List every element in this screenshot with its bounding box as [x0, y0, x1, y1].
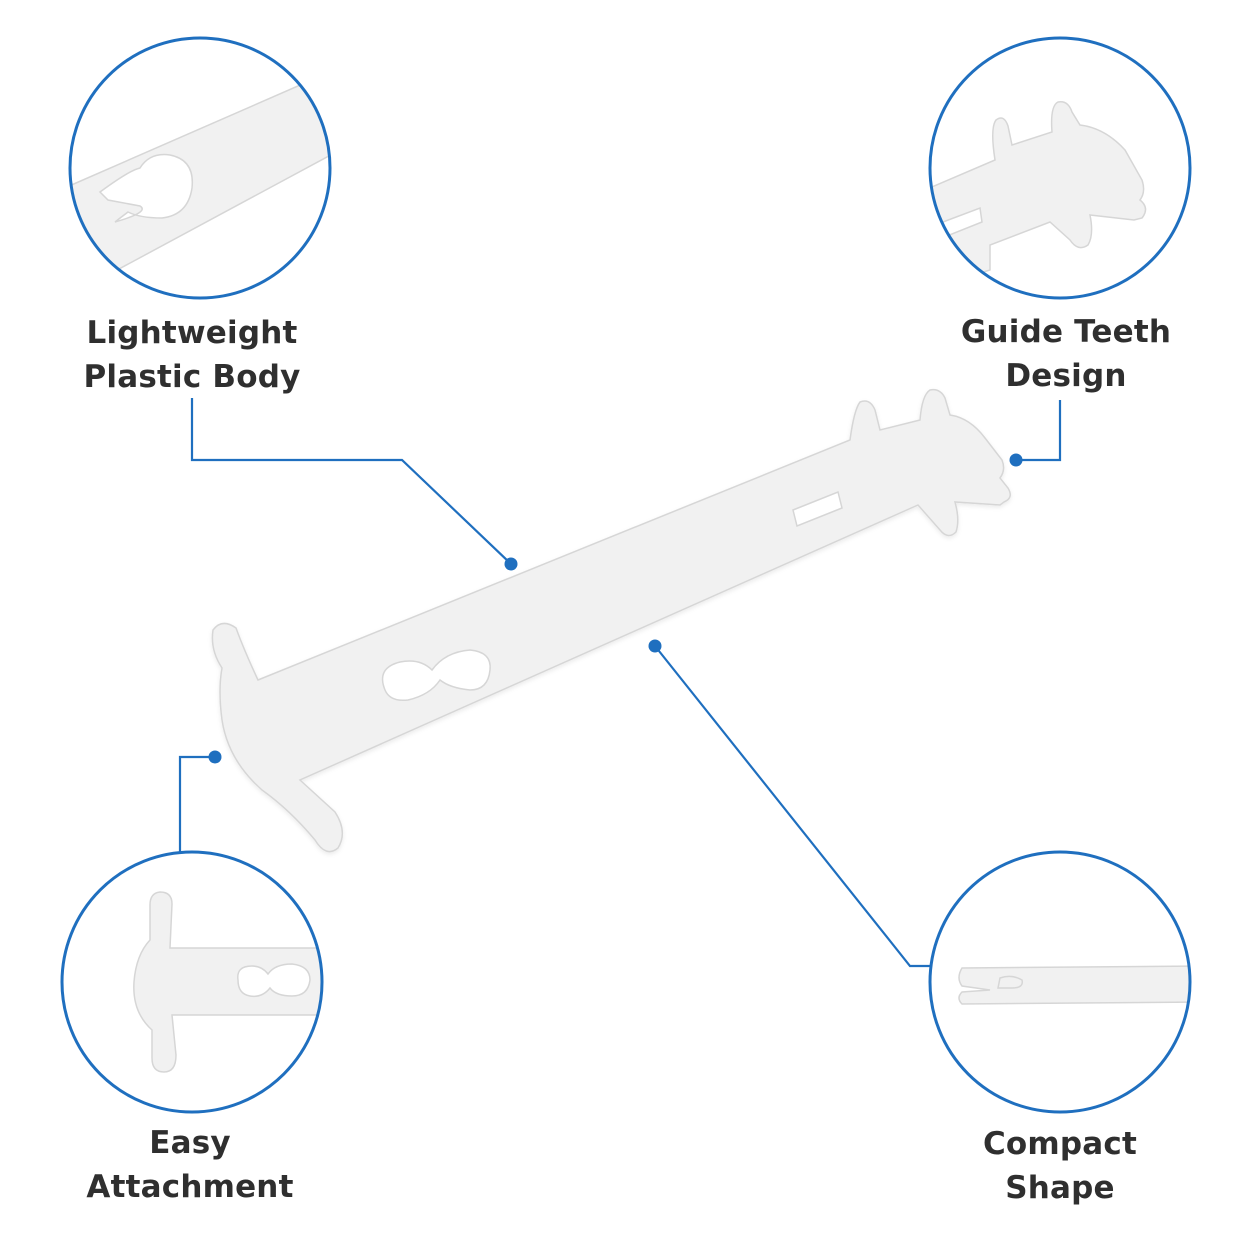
keyhole-slot: [381, 649, 491, 702]
connector-lightweight: [190, 398, 511, 564]
callout-label-lightweight-plastic-body: Lightweight Plastic Body: [42, 311, 342, 399]
callout-label-line: Compact: [982, 1126, 1138, 1162]
dot-easy: [208, 750, 222, 764]
callout-label-line: Easy: [149, 1125, 231, 1161]
connector-easy: [178, 755, 215, 852]
zoom-attachment-slot: [237, 963, 311, 998]
zoom-compact-nub: [997, 975, 1024, 989]
zoom-body-slot: [98, 153, 194, 223]
callout-label-line: Plastic Body: [83, 359, 301, 395]
connector-guide: [1016, 400, 1062, 462]
rect-window: [792, 490, 843, 528]
callout-label-easy-attachment: Easy Attachment: [40, 1121, 340, 1209]
callout-label-line: Lightweight: [86, 315, 298, 351]
callout-label-line: Attachment: [86, 1169, 294, 1205]
dot-lightweight: [504, 557, 518, 571]
dot-guide: [1009, 453, 1023, 467]
zoom-compact-profile: [958, 965, 1190, 1005]
callout-label-line: Shape: [1005, 1170, 1115, 1206]
zoom-attachment-plate: [133, 891, 322, 1073]
callout-label-guide-teeth-design: Guide Teeth Design: [916, 310, 1216, 398]
callout-dots: [208, 453, 1023, 764]
zoom-circle-attachment: [60, 850, 324, 1114]
callout-label-compact-shape: Compact Shape: [910, 1122, 1210, 1210]
connector-compact: [654, 645, 930, 968]
zoom-circle-teeth: [928, 36, 1192, 300]
chain-checker-tool: [211, 388, 1011, 853]
zoom-teeth-plate: [930, 100, 1147, 292]
callout-connectors: [178, 398, 1062, 968]
dot-compact: [648, 639, 662, 653]
zoom-circle-body: [68, 36, 332, 300]
zoom-circle-compact: [928, 850, 1192, 1114]
callout-label-line: Guide Teeth: [960, 314, 1172, 350]
callout-label-line: Design: [1005, 358, 1127, 394]
